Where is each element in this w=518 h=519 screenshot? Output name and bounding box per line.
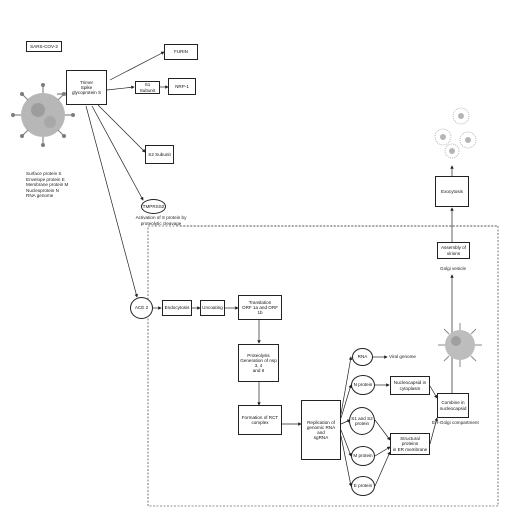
nrp1-box: NRP-1: [168, 78, 196, 95]
component-nucleoprotein: Nucleoprotein N: [26, 187, 59, 193]
nucleocapsid-box: Nucleocapsid in cytoplasm: [390, 376, 430, 395]
e-protein-oval: E protein: [351, 476, 375, 496]
n-protein-oval-1: N protein: [351, 375, 375, 395]
virus-components-list: Surface protein S Envelope protein E Mem…: [26, 171, 116, 199]
s2-subunit-box: S2 Subunit: [145, 145, 174, 164]
furin-box: FURIN: [164, 44, 198, 60]
s1-s2-protein-oval: S1 and S2 protein: [349, 407, 375, 435]
virus-label: SARS-COV-2: [26, 41, 62, 52]
translation-box: Translation ORF 1a and ORF 1b: [238, 295, 282, 320]
viral-genome-label: Viral genome: [389, 354, 416, 359]
rna-oval: RNA: [352, 348, 373, 366]
endocytosis-box: Endocytosis: [162, 300, 192, 316]
s1-subunit-box: S1 Subunit: [135, 81, 160, 94]
assembly-box: Assembly of virions: [437, 242, 470, 259]
golgi-vesicle-label: Golgi vesicle: [440, 266, 467, 271]
m-protein-oval: M protein: [351, 446, 375, 466]
combine-box: Combine in nucleocapsid: [437, 393, 469, 418]
component-envelope-protein: Envelope protein E: [26, 176, 65, 182]
ace2-oval: ACE 2: [130, 297, 153, 319]
uncoating-box: Uncoating: [200, 300, 225, 316]
component-membrane-protein: Membrane protein M: [26, 182, 69, 188]
tmprss2-oval: TMPRSS2: [141, 199, 166, 214]
replication-box: Replication of genomic RNA and sgRNA: [301, 400, 341, 460]
trimer-box: Trimer Spike glycoprotein S: [66, 70, 107, 105]
formation-rct-box: Formation of RCT complex: [238, 405, 282, 435]
proteolysis-box: Proteolysis Generation of nsp 3, 4 and 6: [238, 344, 279, 382]
exocytosis-box: Exocytosis: [435, 176, 469, 207]
component-rna-genome: RNA genome: [26, 193, 54, 199]
structural-proteins-box: Structural proteins in ER membrane: [390, 433, 430, 455]
er-golgi-label: ER-Golgi compartment: [432, 420, 479, 425]
component-surface-protein: Surface protein S: [26, 171, 62, 176]
activation-label: Activation of S protein by proteolytic c…: [135, 215, 187, 226]
